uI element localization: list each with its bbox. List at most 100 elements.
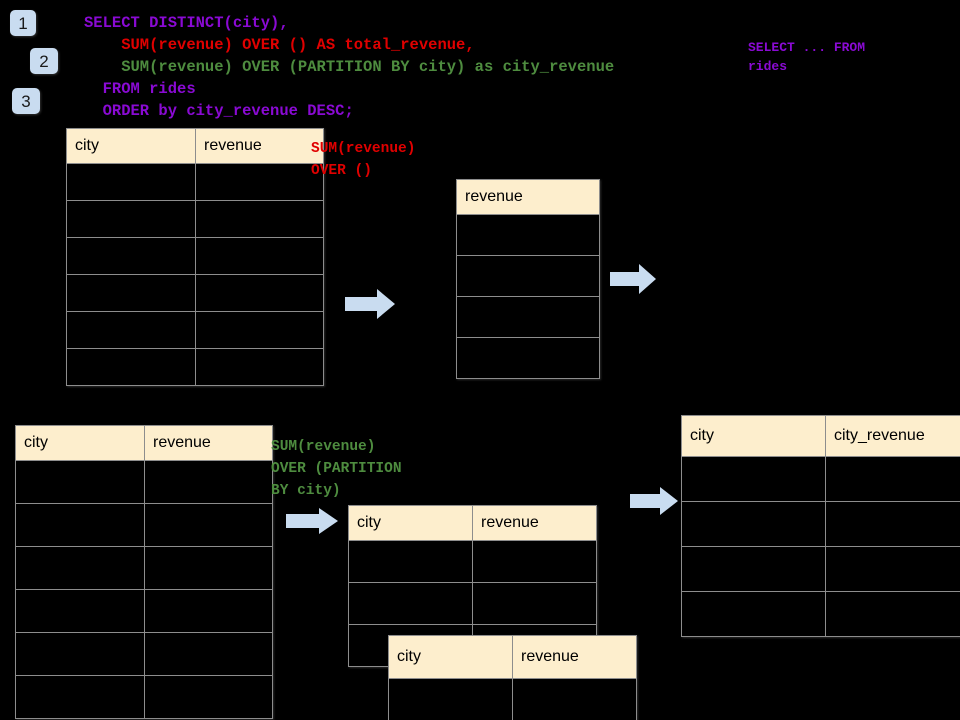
table-header-row: city revenue <box>15 425 273 461</box>
table-row <box>456 296 600 338</box>
cell-revenue <box>144 546 273 590</box>
table-row <box>15 546 273 590</box>
table-header-row: city city_revenue <box>681 415 960 457</box>
cell-revenue <box>456 255 600 297</box>
arrow-revenue-to-out <box>610 264 656 294</box>
table-row <box>66 237 324 275</box>
cell-city <box>66 163 196 201</box>
table-row <box>15 460 273 504</box>
step-badge-2-label: 2 <box>39 51 49 71</box>
table-row <box>15 632 273 676</box>
cell-revenue <box>195 311 324 349</box>
cell-revenue <box>195 237 324 275</box>
cell-city <box>66 274 196 312</box>
table-city-revenue-result: city city_revenue <box>681 415 960 637</box>
table-row <box>681 546 960 592</box>
table-row <box>388 678 637 720</box>
table-row <box>348 540 597 583</box>
arrow-partition-to-city-revenue <box>630 487 678 515</box>
sql-line-select: SELECT DISTINCT(city), <box>84 14 289 32</box>
cell-revenue <box>144 503 273 547</box>
table-row <box>66 163 324 201</box>
cell-revenue <box>456 214 600 256</box>
cell-revenue <box>144 589 273 633</box>
step-badge-2: 2 <box>30 48 58 74</box>
cell-revenue <box>195 348 324 386</box>
cell-city <box>15 675 145 719</box>
table-rides-source-top: city revenue <box>66 128 324 386</box>
table-row <box>681 591 960 637</box>
cell-revenue <box>144 675 273 719</box>
cell-city <box>681 501 826 547</box>
table-row <box>66 311 324 349</box>
cell-city <box>15 632 145 676</box>
cell-city <box>681 546 826 592</box>
arrow-top-to-revenue <box>345 289 395 319</box>
cell-city <box>388 678 513 720</box>
cell-revenue <box>472 540 597 583</box>
table-row <box>681 456 960 502</box>
table-row <box>15 675 273 719</box>
cell-revenue <box>144 632 273 676</box>
cell-city-revenue <box>825 591 960 637</box>
cell-revenue <box>195 200 324 238</box>
table-row <box>456 255 600 297</box>
table-total-revenue-result: revenue <box>456 179 600 379</box>
table-row <box>681 501 960 547</box>
table-row <box>66 200 324 238</box>
cell-city <box>66 237 196 275</box>
column-header-revenue: revenue <box>512 635 637 679</box>
table-row <box>456 214 600 256</box>
step-badge-1-label: 1 <box>18 13 28 33</box>
cell-city-revenue <box>825 501 960 547</box>
column-header-city: city <box>15 425 145 461</box>
cell-revenue <box>512 678 637 720</box>
annotation-select-from-rides: SELECT ... FROM rides <box>748 40 866 74</box>
cell-city <box>681 456 826 502</box>
table-header-row: revenue <box>456 179 600 215</box>
table-row <box>348 582 597 625</box>
cell-city <box>66 311 196 349</box>
annotation-sum-over-partition: SUM(revenue) OVER (PARTITION BY city) <box>271 439 402 499</box>
table-header-row: city revenue <box>348 505 597 541</box>
cell-revenue <box>195 274 324 312</box>
step-badge-3-label: 3 <box>21 91 31 111</box>
sql-line-city-revenue: SUM(revenue) OVER (PARTITION BY city) as… <box>84 58 615 76</box>
column-header-revenue: revenue <box>195 128 324 164</box>
column-header-revenue: revenue <box>472 505 597 541</box>
table-header-row: city revenue <box>388 635 637 679</box>
table-row <box>66 274 324 312</box>
annotation-sum-over-empty: SUM(revenue) OVER () <box>311 141 416 179</box>
arrow-bottom-to-partition <box>286 508 338 534</box>
cell-city <box>15 546 145 590</box>
cell-revenue <box>195 163 324 201</box>
cell-city-revenue <box>825 546 960 592</box>
table-rides-source-bottom: city revenue <box>15 425 273 719</box>
cell-city <box>66 200 196 238</box>
table-row <box>15 503 273 547</box>
table-row <box>66 348 324 386</box>
step-badge-3: 3 <box>12 88 40 114</box>
cell-revenue <box>456 296 600 338</box>
column-header-revenue: revenue <box>144 425 273 461</box>
column-header-revenue: revenue <box>456 179 600 215</box>
cell-city <box>681 591 826 637</box>
step-badge-1: 1 <box>10 10 36 36</box>
table-header-row: city revenue <box>66 128 324 164</box>
column-header-city: city <box>388 635 513 679</box>
cell-city <box>15 589 145 633</box>
table-partition-group-b: city revenue <box>388 635 637 720</box>
cell-city-revenue <box>825 456 960 502</box>
sql-line-from: FROM rides <box>84 80 196 98</box>
cell-city <box>66 348 196 386</box>
cell-city <box>348 540 473 583</box>
cell-revenue <box>456 337 600 379</box>
sql-line-total-revenue: SUM(revenue) OVER () AS total_revenue, <box>84 36 475 54</box>
table-row <box>456 337 600 379</box>
cell-city <box>15 460 145 504</box>
column-header-city: city <box>681 415 826 457</box>
column-header-city: city <box>66 128 196 164</box>
cell-revenue <box>144 460 273 504</box>
cell-city <box>15 503 145 547</box>
